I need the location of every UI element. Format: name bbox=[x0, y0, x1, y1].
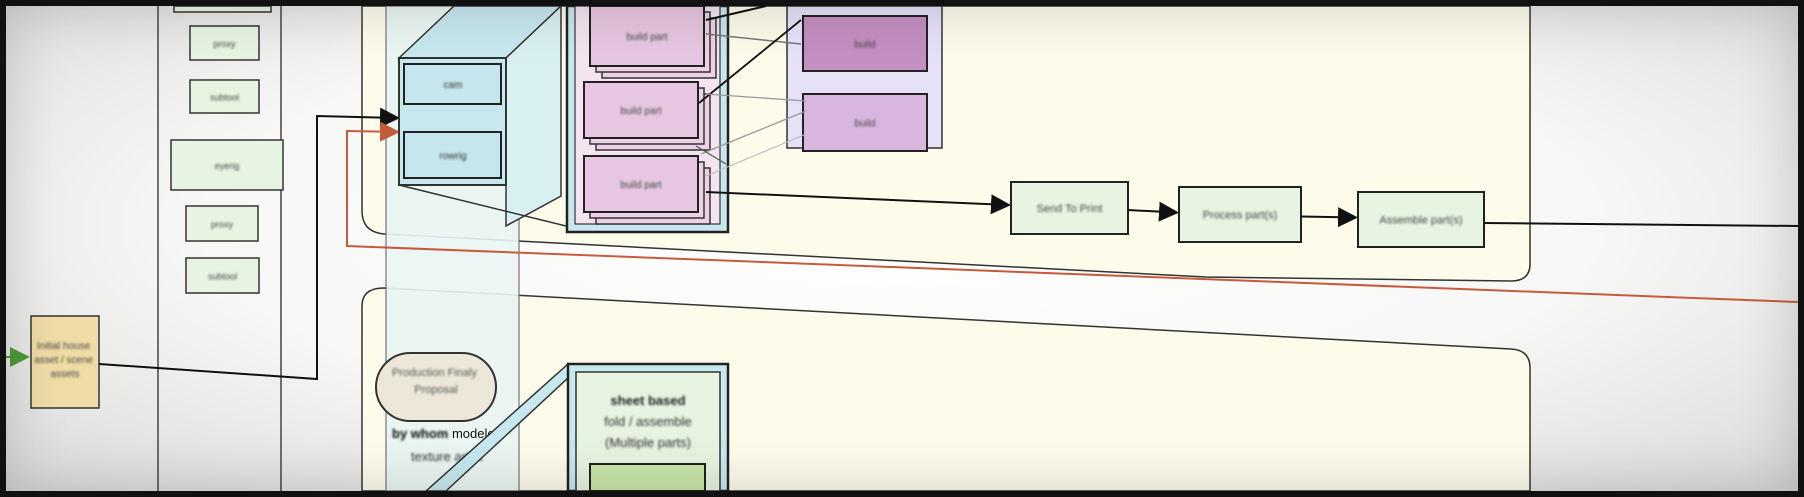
left-column-item-label: proxy bbox=[211, 220, 234, 230]
pipeline-step-box[interactable] bbox=[1010, 181, 1129, 235]
sheet-inner-box[interactable] bbox=[589, 463, 706, 491]
connector-start-to-cam bbox=[98, 107, 400, 381]
build-part-stack: build part build part build part bbox=[583, 6, 717, 225]
red-return-arrow bbox=[346, 121, 1798, 303]
pipeline-step-label: Send To Print bbox=[1037, 203, 1103, 215]
caption-line-1: by whom modeler, bbox=[392, 426, 502, 441]
left-column-item-label: eyerig bbox=[215, 161, 240, 171]
build-box[interactable] bbox=[802, 15, 928, 72]
connector bbox=[695, 145, 727, 165]
connector bbox=[698, 19, 802, 104]
build-part-box[interactable] bbox=[583, 155, 699, 213]
sheet-line-3: (Multiple parts) bbox=[605, 435, 691, 450]
workflow-diagram: proxy subtool eyerig proxy subtool Initial h… bbox=[6, 6, 1798, 491]
pipeline-step-box[interactable] bbox=[1178, 186, 1302, 243]
sheet-line-2: fold / assemble bbox=[604, 414, 691, 429]
cam-label: cam bbox=[444, 80, 463, 91]
connector bbox=[705, 133, 807, 177]
left-column-item[interactable] bbox=[189, 79, 260, 114]
lower-swimlane bbox=[361, 287, 1531, 491]
rowrig-box[interactable] bbox=[403, 131, 502, 179]
pipeline-arrow bbox=[1127, 201, 1179, 222]
connector bbox=[705, 93, 807, 102]
left-column-item[interactable] bbox=[189, 25, 260, 61]
build-part-box[interactable] bbox=[589, 6, 705, 67]
pipeline-step-label: Process part(s) bbox=[1203, 210, 1278, 222]
sheet-title: sheet based bbox=[610, 393, 685, 408]
left-column-item[interactable] bbox=[185, 205, 259, 242]
left-column-item[interactable] bbox=[185, 257, 260, 294]
cyan-stack: cam rowrig bbox=[397, 6, 567, 228]
start-node[interactable] bbox=[30, 315, 100, 409]
cam-box[interactable] bbox=[403, 63, 502, 105]
proposal-pill[interactable] bbox=[375, 352, 497, 422]
build-part-label: build part bbox=[626, 32, 667, 43]
pipeline-step-label: Assemble part(s) bbox=[1379, 215, 1462, 227]
build-box[interactable] bbox=[802, 93, 928, 152]
start-node-label: Initial house asset / scene assets bbox=[34, 341, 96, 380]
left-column-item-label: subtool bbox=[208, 272, 237, 282]
build-part-label: build part bbox=[620, 106, 661, 117]
build-part-box[interactable] bbox=[583, 81, 699, 139]
left-column-items: proxy subtool eyerig proxy subtool bbox=[170, 6, 284, 294]
rowrig-label: rowrig bbox=[439, 151, 466, 162]
build-stack: build build bbox=[802, 15, 928, 152]
pipeline-exit-line bbox=[1483, 222, 1798, 227]
build-label: build bbox=[854, 40, 875, 51]
connector bbox=[705, 33, 802, 45]
proposal-pill-label: Production Finaly Proposal bbox=[392, 367, 480, 396]
left-column-item-label: proxy bbox=[213, 39, 236, 49]
connector bbox=[700, 110, 807, 155]
arrow-to-send-to-print bbox=[705, 191, 1011, 215]
build-label: build bbox=[854, 119, 875, 130]
left-column-item[interactable] bbox=[170, 139, 284, 191]
pipeline-step-box[interactable] bbox=[1357, 191, 1485, 248]
build-part-label: build part bbox=[620, 180, 661, 191]
left-column-item-label: subtool bbox=[210, 93, 239, 103]
connector bbox=[705, 6, 767, 21]
pipeline-arrow bbox=[1300, 207, 1358, 228]
